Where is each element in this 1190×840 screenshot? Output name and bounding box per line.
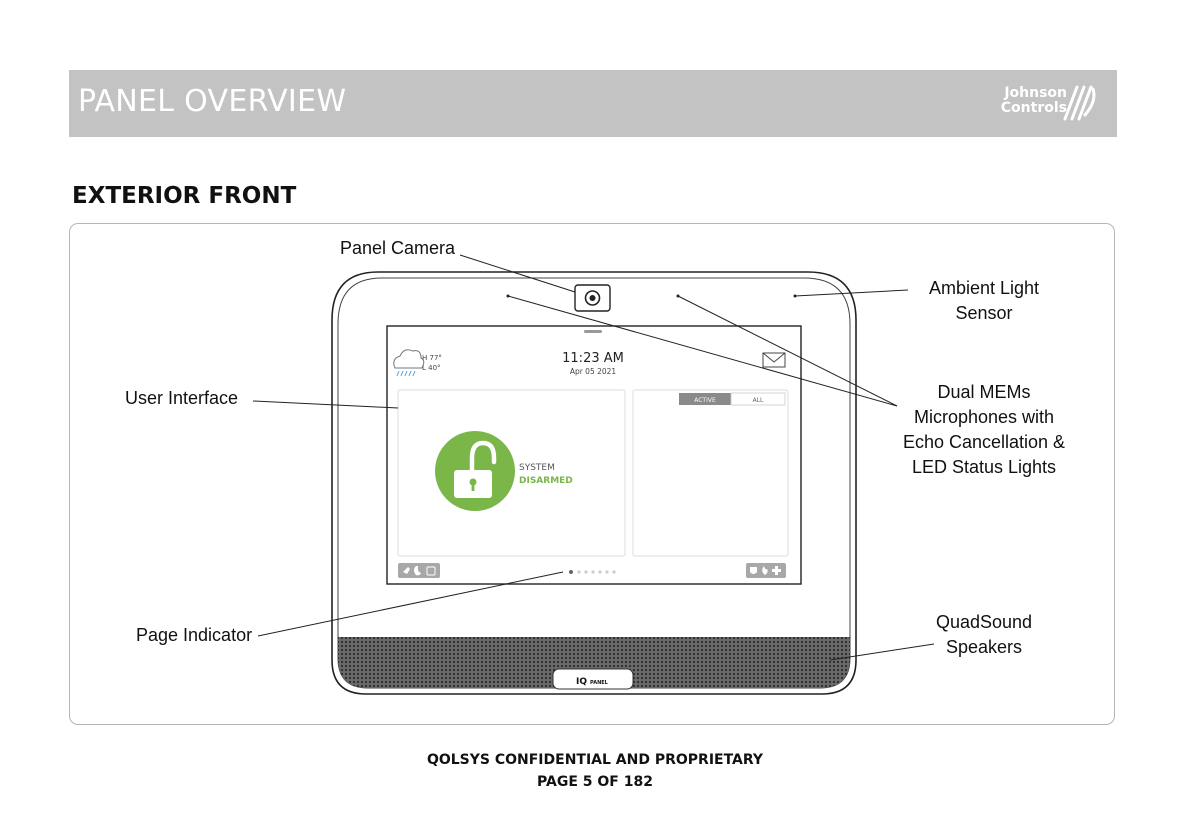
camera-leader-line xyxy=(459,254,576,293)
logo-line-1: Johnson xyxy=(1004,85,1067,101)
callout-speakers-line-1: QuadSound xyxy=(935,612,1033,632)
mic-left-leader-line xyxy=(507,295,898,407)
emergency-shortcut-icons xyxy=(750,566,781,575)
callout-speakers: QuadSound Speakers xyxy=(924,610,1044,660)
callout-mems-line-1: Dual MEMs xyxy=(937,382,1031,402)
keyhole-slot-icon xyxy=(471,482,475,491)
screen-time: 11:23 AM xyxy=(562,351,624,366)
status-disarmed: DISARMED xyxy=(519,476,573,486)
footer-page-number: PAGE 5 OF 182 xyxy=(537,774,653,790)
callout-ambient-light-line-2: Sensor xyxy=(955,303,1013,323)
company-logo-text: Johnson Controls xyxy=(1001,86,1067,116)
page-dot-2 xyxy=(577,570,581,574)
cloud-rain-icon xyxy=(393,349,425,369)
ambient-light-leader-line xyxy=(794,289,909,297)
page-dot-6 xyxy=(605,570,609,574)
arm-stay-icon xyxy=(426,566,436,576)
page-title: PANEL OVERVIEW xyxy=(78,84,347,119)
tab-all[interactable] xyxy=(730,392,786,406)
camera-lens-icon xyxy=(584,290,601,306)
user-interface-leader-line xyxy=(252,400,399,409)
camera-lens-center-icon xyxy=(589,295,596,301)
fire-icon xyxy=(762,566,768,575)
callout-mems-line-3: Echo Cancellation & xyxy=(902,432,1066,452)
callout-mems-line-4: LED Status Lights xyxy=(911,457,1057,477)
rain-drops-icon xyxy=(396,370,416,377)
section-title: EXTERIOR FRONT xyxy=(72,183,297,209)
callout-panel-camera: Panel Camera xyxy=(340,238,456,258)
logo-line-2: Controls xyxy=(1000,100,1067,116)
brand-badge-text: IQ xyxy=(576,677,587,687)
footer-confidential: QOLSYS CONFIDENTIAL AND PROPRIETARY xyxy=(426,752,764,768)
status-system: SYSTEM xyxy=(519,463,555,473)
weather-high: H 77° xyxy=(422,354,442,362)
johnson-controls-logo-icon xyxy=(1063,85,1096,121)
brand-badge-small-text: PANEL xyxy=(590,680,609,686)
callout-ambient-light-line-1: Ambient Light xyxy=(928,278,1040,298)
page-dot-1 xyxy=(569,570,573,574)
callout-user-interface: User Interface xyxy=(125,388,239,408)
medical-cross-icon xyxy=(772,566,781,575)
police-shield-icon xyxy=(750,567,757,574)
arming-shortcuts-button[interactable] xyxy=(398,563,440,578)
page-dot-3 xyxy=(584,570,588,574)
page-dot-4 xyxy=(591,570,595,574)
page-dot-5 xyxy=(598,570,602,574)
arming-shortcut-icons xyxy=(403,566,436,576)
envelope-icon[interactable] xyxy=(762,352,786,368)
weather-low: L 40° xyxy=(422,364,441,372)
diagram-frame xyxy=(69,223,1115,725)
page-dot-7 xyxy=(612,570,616,574)
tab-active-label: ACTIVE xyxy=(694,397,716,404)
speakers-leader-line xyxy=(829,643,935,661)
arm-night-icon xyxy=(414,566,421,576)
tab-all-label: ALL xyxy=(753,397,764,404)
callout-mems: Dual MEMs Microphones with Echo Cancella… xyxy=(898,380,1070,480)
arm-away-icon xyxy=(403,567,410,574)
envelope-flap-icon xyxy=(762,352,786,363)
screen-date: Apr 05 2021 xyxy=(570,367,617,376)
header-banner: PANEL OVERVIEW Johnson Controls xyxy=(69,70,1117,137)
page-indicator-leader-line xyxy=(257,571,564,637)
brand-badge xyxy=(552,668,634,690)
screen-pull-tab xyxy=(584,330,602,333)
page-indicator[interactable] xyxy=(569,570,616,574)
callout-mems-line-2: Microphones with xyxy=(913,407,1055,427)
speaker-grille xyxy=(338,637,850,688)
open-padlock-icon xyxy=(469,440,497,474)
mic-right-leader-line xyxy=(677,295,898,407)
sensor-list-card xyxy=(632,389,789,557)
callout-speakers-line-2: Speakers xyxy=(945,637,1023,657)
tab-active[interactable] xyxy=(679,393,731,405)
callout-page-indicator: Page Indicator xyxy=(136,625,253,645)
callout-ambient-light: Ambient Light Sensor xyxy=(915,276,1053,326)
callout-lines xyxy=(252,254,935,661)
